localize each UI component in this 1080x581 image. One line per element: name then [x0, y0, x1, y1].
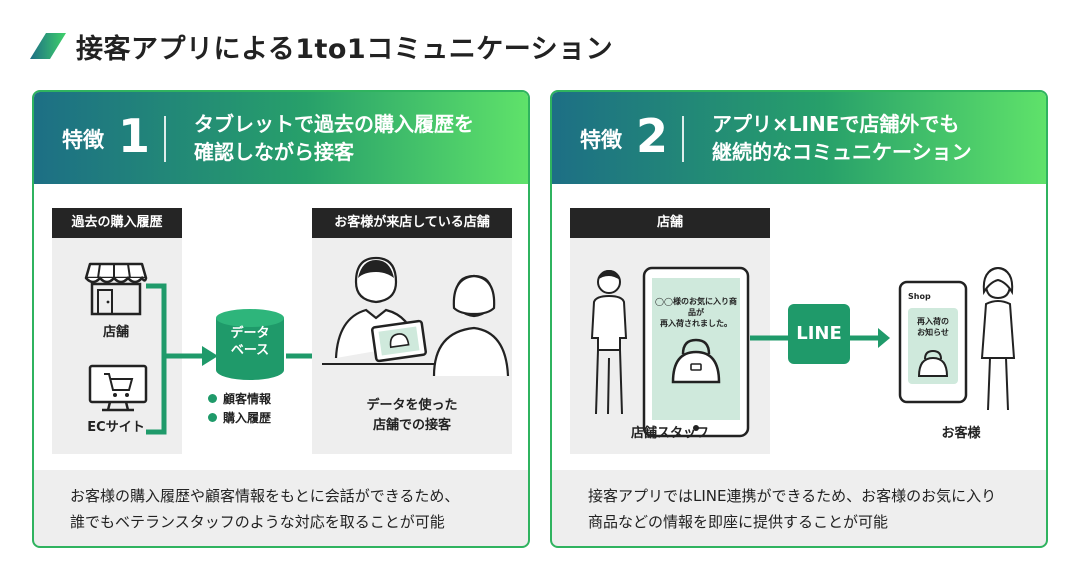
feature-heading-line: 継続的なコミュニケーション [712, 140, 972, 164]
store-tag: 店舗 [570, 208, 770, 238]
database-label-line: データ [230, 326, 270, 341]
handbag-icon [671, 338, 721, 384]
bullet-customer-info: 顧客情報 [208, 390, 271, 407]
phone-shop-label: Shop [908, 292, 931, 301]
bullet-purchase-history: 購入履歴 [208, 409, 271, 426]
in-store-caption: データを使った 店舗での接客 [312, 396, 512, 436]
phone-notification-line: お知らせ [917, 328, 949, 337]
title-slash-icon [30, 33, 66, 59]
feature-card-body: 店舗 ◯◯様のお気に入り商品が 再入荷されました。 店舗スタッフ [552, 184, 1046, 470]
tablet-message-line: 再入荷されました。 [660, 319, 732, 328]
bullet-text: 購入履歴 [223, 411, 272, 425]
data-flow-connector [146, 283, 218, 435]
shopping-cart-icon [88, 364, 148, 412]
feature-number: 1 [118, 109, 151, 163]
feature-label: 特徴 [62, 128, 104, 152]
description-line: 誰でもベテランスタッフのような対応を取ることが可能 [70, 513, 445, 531]
purchase-history-panel [52, 208, 182, 454]
feature-card-1: 特徴 1 タブレットで過去の購入履歴を 確認しながら接客 過去の購入履歴 店舗 [32, 90, 530, 548]
database-label-line: ベース [230, 343, 270, 358]
feature-description: お客様の購入履歴や顧客情報をもとに会話ができるため、 誰でもベテランスタッフのよ… [34, 483, 459, 535]
caption-line: 店舗での接客 [372, 418, 451, 433]
bullet-text: 顧客情報 [223, 392, 272, 406]
line-badge: LINE [788, 304, 850, 364]
tablet-message-line: ◯◯様のお気に入り商品が [655, 297, 737, 317]
feature-heading: アプリ×LINEで店舗外でも 継続的なコミュニケーション [712, 110, 972, 166]
page-title: 接客アプリによる1to1コミュニケーション [76, 33, 614, 65]
handbag-icon [917, 349, 949, 377]
feature-heading-line: タブレットで過去の購入履歴を [194, 112, 474, 136]
customer-icon [980, 266, 1016, 411]
feature-label: 特徴 [580, 128, 622, 152]
tablet-message: ◯◯様のお気に入り商品が 再入荷されました。 [652, 296, 740, 329]
page-header: 接客アプリによる1to1コミュニケーション [30, 26, 613, 66]
storefront-icon [84, 262, 148, 316]
description-line: 接客アプリではLINE連携ができるため、お客様のお気に入り [588, 487, 997, 505]
phone-notification-line: 再入荷の [917, 317, 949, 326]
feature-card-2: 特徴 2 アプリ×LINEで店舗外でも 継続的なコミュニケーション 店舗 ◯◯様… [550, 90, 1048, 548]
staff-with-tablet-icon [322, 256, 510, 377]
feature-card-header: 特徴 1 タブレットで過去の購入履歴を 確認しながら接客 [34, 92, 528, 184]
ec-site-label: ECサイト [87, 420, 145, 435]
phone-notification: 再入荷の お知らせ [908, 316, 958, 338]
feature-heading: タブレットで過去の購入履歴を 確認しながら接客 [194, 110, 474, 166]
bullet-dot [208, 413, 217, 422]
feature-card-body: 過去の購入履歴 店舗 ECサイト [34, 184, 528, 470]
feature-number: 2 [636, 109, 669, 163]
feature-heading-line: 確認しながら接客 [194, 140, 354, 164]
bullet-dot [208, 394, 217, 403]
in-store-tag: お客様が来店している店舗 [312, 208, 512, 238]
staff-icon [590, 270, 628, 415]
database-label: データ ベース [214, 325, 286, 359]
staff-caption: 店舗スタッフ [630, 426, 709, 441]
header-divider [682, 116, 684, 162]
smartphone-icon [898, 280, 968, 404]
feature-card-footer: お客様の購入履歴や顧客情報をもとに会話ができるため、 誰でもベテランスタッフのよ… [34, 470, 528, 546]
feature-description: 接客アプリではLINE連携ができるため、お客様のお気に入り 商品などの情報を即座… [552, 483, 996, 535]
purchase-history-tag: 過去の購入履歴 [52, 208, 182, 238]
feature-card-header: 特徴 2 アプリ×LINEで店舗外でも 継続的なコミュニケーション [552, 92, 1046, 184]
feature-card-footer: 接客アプリではLINE連携ができるため、お客様のお気に入り 商品などの情報を即座… [552, 470, 1046, 546]
description-line: お客様の購入履歴や顧客情報をもとに会話ができるため、 [70, 487, 460, 505]
header-divider [164, 116, 166, 162]
feature-heading-line: アプリ×LINEで店舗外でも [712, 112, 960, 136]
customer-caption: お客様 [941, 426, 981, 441]
database-icon [216, 309, 284, 380]
description-line: 商品などの情報を即座に提供することが可能 [588, 513, 889, 531]
store-label: 店舗 [102, 325, 129, 340]
caption-line: データを使った [366, 398, 458, 413]
